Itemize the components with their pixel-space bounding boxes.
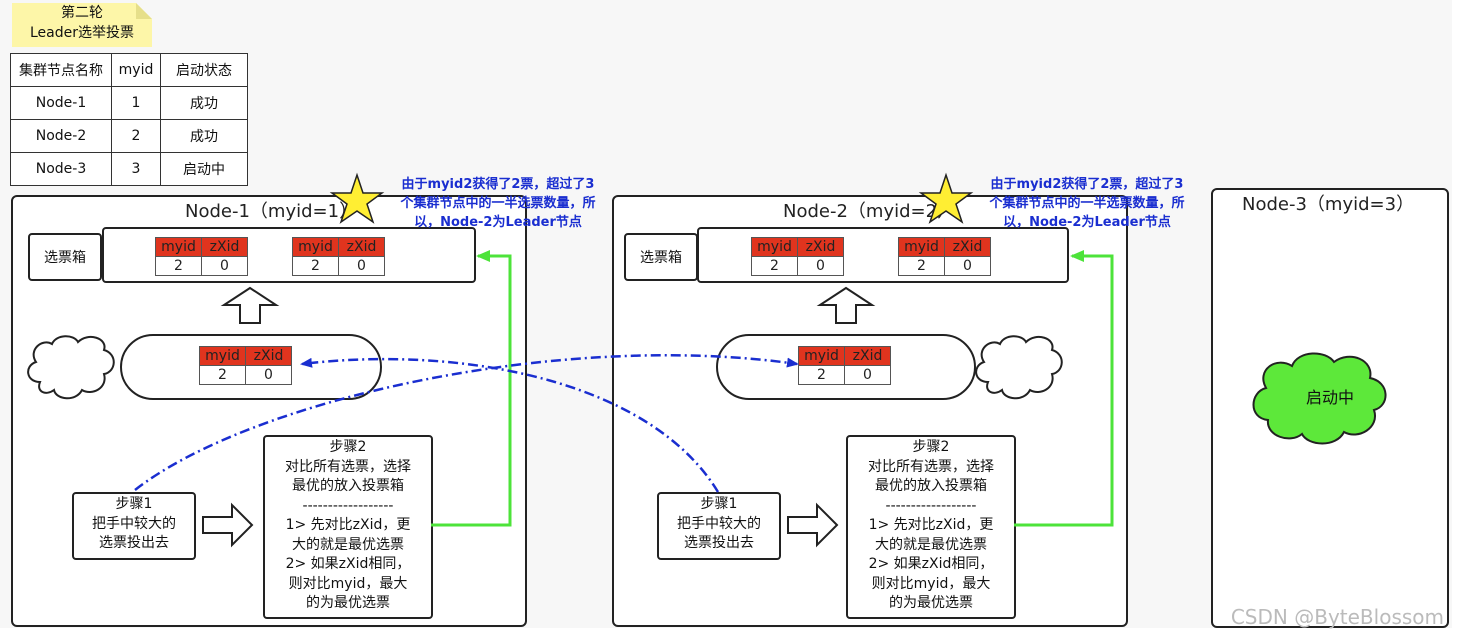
vote-zxid-header: zXid <box>797 237 844 257</box>
round-note-line1: 第二轮 <box>61 5 103 21</box>
table-cell: Node-3 <box>10 152 112 186</box>
node3-status-text: 启动中 <box>1305 388 1354 407</box>
vote-zxid-value: 0 <box>201 256 248 276</box>
vote-zxid-header: zXid <box>245 346 292 366</box>
node1-step1-text: 步骤1 把手中较大的 选票投出去 <box>92 496 176 551</box>
vote-myid-value: 2 <box>898 256 945 276</box>
vote-zxid-value: 0 <box>245 365 292 385</box>
vote-zxid-value: 0 <box>844 365 891 385</box>
round-note: 第二轮 Leader选举投票 <box>12 3 152 47</box>
node1-step1-box <box>72 492 196 560</box>
table-cell: 3 <box>111 152 161 186</box>
candidate-label-line1: 候选选票 <box>46 348 102 364</box>
node-status-table: 集群节点名称 myid 启动状态 Node-1 1 成功 Node-2 2 成功… <box>10 53 248 186</box>
vote-myid-header: myid <box>898 237 945 257</box>
table-cell: 1 <box>111 86 161 120</box>
node3-panel <box>1211 188 1449 628</box>
vote-myid-value: 2 <box>798 365 845 385</box>
table-cell: Node-2 <box>10 119 112 153</box>
table-row: Node-2 2 成功 <box>10 119 248 153</box>
watermark: CSDN @ByteBlossom <box>1230 605 1444 629</box>
round-note-line2: Leader选举投票 <box>29 25 134 41</box>
node2-candidate-label: 候选选票 集合 <box>983 347 1063 385</box>
vote-myid-value: 2 <box>199 365 246 385</box>
node2-title: Node-2（myid=2） <box>783 201 956 222</box>
node1-title: Node-1（myid=1） <box>185 201 358 222</box>
node1-ballot-box-label: 选票箱 <box>28 233 102 281</box>
candidate-label-line2: 集合 <box>60 367 88 383</box>
vote-zxid-value: 0 <box>944 256 991 276</box>
table-cell: Node-1 <box>10 86 112 120</box>
header-cell: 集群节点名称 <box>10 53 112 87</box>
table-cell: 成功 <box>160 86 248 120</box>
vote-myid-header: myid <box>155 237 202 257</box>
node2-step2-box <box>846 435 1016 619</box>
vote-myid-header: myid <box>292 237 339 257</box>
node2-step1-box <box>657 492 781 560</box>
table-cell: 成功 <box>160 119 248 153</box>
vote-zxid-header: zXid <box>944 237 991 257</box>
candidate-label-line2: 集合 <box>1009 367 1037 383</box>
node3-title: Node-3（myid=3） <box>1242 194 1415 215</box>
header-cell: 启动状态 <box>160 53 248 87</box>
vote-myid-value: 2 <box>751 256 798 276</box>
vote-myid-header: myid <box>751 237 798 257</box>
node2-ballot-box-label: 选票箱 <box>624 233 698 281</box>
vote-zxid-value: 0 <box>797 256 844 276</box>
node2-leader-note: 由于myid2获得了2票，超过了3 个集群节点中的一半选票数量，所 以，Node… <box>989 177 1185 230</box>
table-row: Node-1 1 成功 <box>10 86 248 120</box>
vote-zxid-header: zXid <box>338 237 385 257</box>
candidate-label-line1: 候选选票 <box>995 348 1051 364</box>
ballot-box-label-text: 选票箱 <box>44 250 86 266</box>
node1-step2-text: 步骤2 对比所有选票，选择 最优的放入投票箱 -----------------… <box>285 439 411 611</box>
node2-step1-text: 步骤1 把手中较大的 选票投出去 <box>677 496 761 551</box>
vote-myid-value: 2 <box>155 256 202 276</box>
table-header-row: 集群节点名称 myid 启动状态 <box>10 53 248 87</box>
node1-leader-note: 由于myid2获得了2票，超过了3 个集群节点中的一半选票数量，所 以，Node… <box>400 177 596 230</box>
vote-zxid-value: 0 <box>338 256 385 276</box>
vote-myid-header: myid <box>199 346 246 366</box>
vote-zxid-header: zXid <box>844 346 891 366</box>
table-cell: 2 <box>111 119 161 153</box>
table-row: Node-3 3 启动中 <box>10 152 248 186</box>
ballot-box-label-text: 选票箱 <box>640 250 682 266</box>
table-cell: 启动中 <box>160 152 248 186</box>
node1-candidate-label: 候选选票 集合 <box>34 347 114 385</box>
vote-zxid-header: zXid <box>201 237 248 257</box>
node2-step2-text: 步骤2 对比所有选票，选择 最优的放入投票箱 -----------------… <box>868 439 994 611</box>
header-cell: myid <box>111 53 161 87</box>
vote-myid-value: 2 <box>292 256 339 276</box>
vote-myid-header: myid <box>798 346 845 366</box>
